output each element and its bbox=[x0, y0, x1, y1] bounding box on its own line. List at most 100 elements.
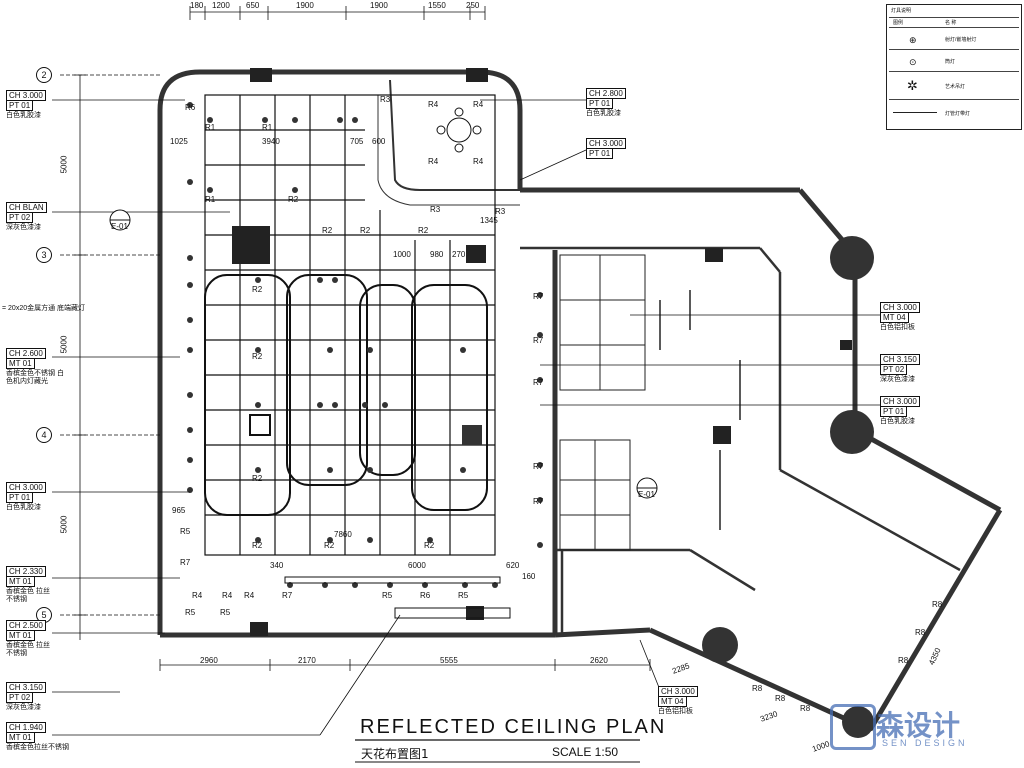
top-dim-2: 650 bbox=[246, 1, 260, 10]
legend-item-label: 灯管灯带灯 bbox=[945, 111, 971, 117]
legend-item-label: 筒灯 bbox=[945, 59, 956, 65]
tag-note: 白色乳胶漆 bbox=[6, 504, 41, 511]
legend-header-symbol: 图例 bbox=[893, 20, 904, 26]
legend-item-label: 艺术吊灯 bbox=[945, 84, 966, 90]
legend-row-chandelier: ✲ 艺术吊灯 bbox=[889, 71, 1019, 100]
light-label-r7: R7 bbox=[533, 462, 544, 471]
dim-620: 620 bbox=[506, 561, 520, 570]
left-dim-0: 5000 bbox=[59, 155, 69, 174]
grid-marker-2: 2 bbox=[36, 67, 52, 83]
curved-room bbox=[389, 79, 520, 191]
columns bbox=[232, 68, 852, 636]
light-label-r6: R6 bbox=[185, 103, 196, 112]
dim-705: 705 bbox=[350, 137, 364, 146]
tag-note: 深灰色漆漆 bbox=[6, 224, 41, 231]
leader-lines bbox=[52, 74, 880, 736]
tag-material: PT 02 bbox=[6, 692, 34, 703]
grid-marker-4: 4 bbox=[36, 427, 52, 443]
light-label-r2: R2 bbox=[252, 474, 263, 483]
tag-note: 白色铝扣板 bbox=[880, 324, 915, 331]
legend-header: 图例 名 称 bbox=[889, 17, 1019, 28]
light-label-r4: R4 bbox=[222, 591, 233, 600]
light-label-r5: R5 bbox=[185, 608, 196, 617]
light-label-r5: R5 bbox=[220, 608, 231, 617]
tag-note: 香槟金色拉丝不锈钢 bbox=[6, 744, 69, 751]
light-label-r8: R8 bbox=[752, 684, 763, 693]
top-dim-3: 1900 bbox=[296, 1, 314, 10]
dim-980: 980 bbox=[430, 250, 444, 259]
downlight-icon: ⊙ bbox=[909, 57, 917, 67]
top-dim-6: 250 bbox=[466, 1, 480, 10]
watermark: 森设计 SEN DESIGN bbox=[826, 700, 1024, 760]
dim-7860: 7860 bbox=[334, 530, 352, 539]
light-label-r2: R2 bbox=[288, 195, 299, 204]
light-label-r3: R3 bbox=[430, 205, 441, 214]
tag-note: 深灰色漆漆 bbox=[6, 704, 41, 711]
tag-material: PT 02 bbox=[6, 212, 34, 223]
top-dim-4: 1900 bbox=[370, 1, 388, 10]
chandelier-icon: ✲ bbox=[907, 78, 918, 93]
dim-340: 340 bbox=[270, 561, 284, 570]
section-label-right: E-01 bbox=[638, 490, 655, 499]
light-label-r1: R1 bbox=[262, 123, 273, 132]
light-troughs bbox=[204, 274, 488, 516]
tag-material: MT 04 bbox=[880, 312, 909, 323]
legend-row-strip: 灯管灯带灯 bbox=[889, 99, 1019, 126]
light-label-r5: R5 bbox=[458, 591, 469, 600]
top-dim-0: 180 bbox=[190, 1, 204, 10]
light-label-r7: R7 bbox=[533, 292, 544, 301]
spotlight-icon: ⊕ bbox=[909, 35, 917, 45]
dim-6000: 6000 bbox=[408, 561, 426, 570]
tag-note: 白色乳胶漆 bbox=[880, 418, 915, 425]
light-label-r8: R8 bbox=[775, 694, 786, 703]
drawing-title: REFLECTED CEILING PLAN bbox=[360, 716, 667, 738]
light-label-r2: R2 bbox=[360, 226, 371, 235]
top-dimension-line bbox=[189, 6, 486, 20]
tag-note: 香槟金色不锈钢 白色机内灯藏光 bbox=[6, 370, 64, 385]
lighting-legend: 灯具说明 图例 名 称 ⊕ 射灯/嵌墙射灯 ⊙ 筒灯 ✲ 艺术吊灯 灯管灯带灯 bbox=[886, 4, 1022, 130]
left-dim-2: 5000 bbox=[59, 515, 69, 534]
dim-1000: 1000 bbox=[393, 250, 411, 259]
dim-1345: 1345 bbox=[480, 216, 498, 225]
tag-material: PT 01 bbox=[586, 98, 614, 109]
bottom-dim-0: 2960 bbox=[200, 656, 218, 665]
tag-note: 深灰色漆漆 bbox=[880, 376, 915, 383]
section-label-left: E-01 bbox=[111, 222, 128, 231]
top-dim-5: 1550 bbox=[428, 1, 446, 10]
ceiling-grid bbox=[204, 94, 496, 556]
light-label-r8: R8 bbox=[800, 704, 811, 713]
light-label-r8: R8 bbox=[898, 656, 909, 665]
watermark-text: 森设计 bbox=[876, 709, 961, 742]
tag-material: MT 01 bbox=[6, 732, 35, 743]
watermark-subtext: SEN DESIGN bbox=[882, 738, 968, 748]
dim-3940: 3940 bbox=[262, 137, 280, 146]
light-label-r3: R3 bbox=[380, 95, 391, 104]
section-markers bbox=[109, 209, 658, 499]
tag-material: MT 01 bbox=[6, 630, 35, 641]
left-dimension-line bbox=[74, 74, 86, 640]
bottom-dim-3: 2620 bbox=[590, 656, 608, 665]
light-label-r4: R4 bbox=[192, 591, 203, 600]
light-label-r8: R8 bbox=[915, 628, 926, 637]
dim-160: 160 bbox=[522, 572, 536, 581]
outer-walls bbox=[157, 69, 1003, 733]
light-label-r4: R4 bbox=[473, 157, 484, 166]
tag-material: PT 02 bbox=[880, 364, 908, 375]
drawing-subtitle: 天花布置图1 bbox=[361, 747, 429, 761]
light-label-r2: R2 bbox=[252, 352, 263, 361]
tag-material: PT 01 bbox=[880, 406, 908, 417]
light-label-r2: R2 bbox=[252, 541, 263, 550]
light-label-r6: R6 bbox=[420, 591, 431, 600]
bottom-dim-2: 5555 bbox=[440, 656, 458, 665]
dim-965: 965 bbox=[172, 506, 186, 515]
light-label-r1: R1 bbox=[205, 123, 216, 132]
light-label-r3: R3 bbox=[495, 207, 506, 216]
legend-row-spotlight: ⊕ 射灯/嵌墙射灯 bbox=[889, 27, 1019, 50]
grid-note: = 20x20金属方通 底端藏灯 bbox=[2, 305, 86, 312]
drawing-scale: SCALE 1:50 bbox=[552, 745, 619, 759]
legend-title: 灯具说明 bbox=[891, 8, 912, 14]
light-label-r4: R4 bbox=[428, 157, 439, 166]
grid-marker-3: 3 bbox=[36, 247, 52, 263]
watermark-logo-icon bbox=[830, 704, 876, 750]
